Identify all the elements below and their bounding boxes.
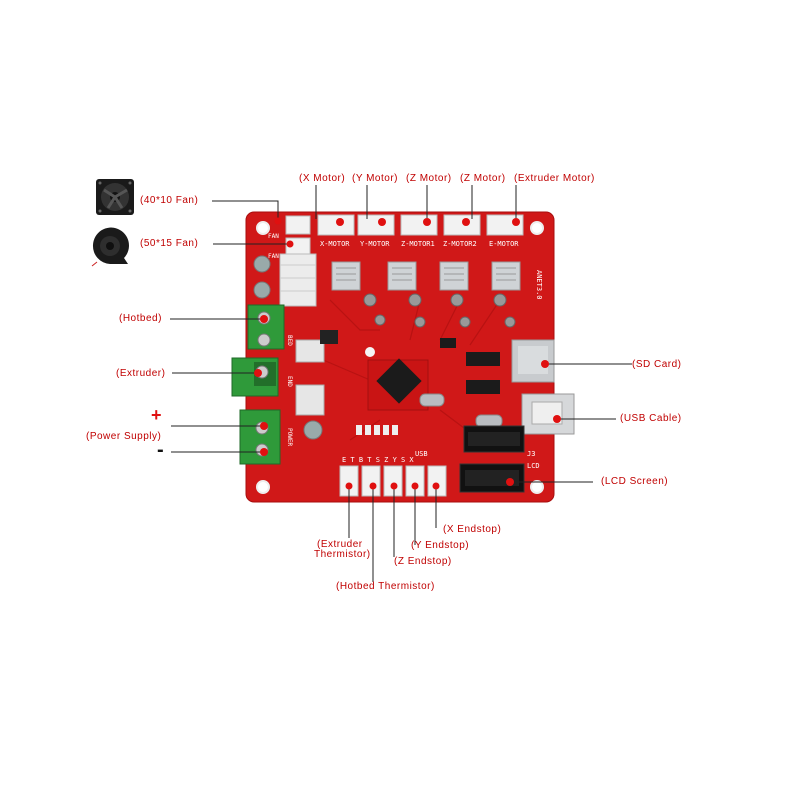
headers: [459, 425, 525, 493]
label-fan-40: (40*10 Fan): [140, 195, 199, 206]
motor-connectors: [317, 214, 524, 236]
label-x-endstop: (X Endstop): [443, 524, 502, 535]
pointer-dots: [254, 217, 561, 490]
silk-bed: BED: [286, 335, 293, 346]
label-power-minus: -: [157, 439, 164, 461]
silk-lcd: LCD: [527, 462, 540, 470]
label-power-supply: (Power Supply): [86, 431, 162, 442]
label-usb-cable: (USB Cable): [620, 413, 682, 424]
led-row: [356, 425, 398, 435]
leader-lines: [170, 185, 632, 582]
silk-board-name: ANET3.0: [535, 270, 543, 300]
fan-40x10-icon: [96, 179, 134, 215]
silk-z-motor1: Z-MOTOR1: [401, 240, 435, 248]
silk-z-motor2: Z-MOTOR2: [443, 240, 477, 248]
silk-e-motor: E-MOTOR: [489, 240, 519, 248]
fan-50x15-icon: [91, 227, 129, 267]
silk-usb: USB: [415, 450, 428, 458]
label-z-endstop: (Z Endstop): [394, 556, 452, 567]
label-y-motor: (Y Motor): [352, 173, 398, 184]
label-z-motor-2: (Z Motor): [460, 173, 506, 184]
label-fan-50: (50*15 Fan): [140, 238, 199, 249]
label-hotbed-thermistor: (Hotbed Thermistor): [336, 581, 435, 592]
terminal-blocks: [231, 304, 285, 465]
microcontroller: [365, 347, 429, 411]
silk-fan2: FAN: [268, 253, 279, 260]
capacitors: [253, 255, 516, 440]
usb-port: [521, 393, 575, 435]
label-extruder-thermistor-1: (Extruder: [317, 539, 363, 550]
silk-end: END: [286, 376, 293, 387]
silk-x-motor: X-MOTOR: [320, 240, 350, 248]
label-extruder-thermistor-2: Thermistor): [314, 549, 371, 560]
silk-power: POWER: [286, 428, 293, 446]
silk-fan: FAN: [268, 233, 279, 240]
label-extruder-motor: (Extruder Motor): [514, 173, 595, 184]
label-hotbed: (Hotbed): [119, 313, 162, 324]
label-lcd-screen: (LCD Screen): [601, 476, 669, 487]
stepper-drivers: [331, 261, 521, 291]
sensor-connectors: [339, 465, 447, 497]
silk-y-motor: Y-MOTOR: [360, 240, 390, 248]
label-y-endstop: (Y Endstop): [411, 540, 470, 551]
silk-sensor-row: E T B T S Z Y S X: [342, 456, 414, 464]
mosfets: [295, 330, 338, 416]
label-x-motor: (X Motor): [299, 173, 346, 184]
label-z-motor-1: (Z Motor): [406, 173, 452, 184]
label-extruder: (Extruder): [116, 368, 166, 379]
label-power-plus: +: [151, 405, 162, 425]
ic-chips: [419, 338, 503, 428]
label-sd-card: (SD Card): [632, 359, 682, 370]
silk-j3: J3: [527, 450, 535, 458]
sd-card-slot: [511, 339, 555, 383]
